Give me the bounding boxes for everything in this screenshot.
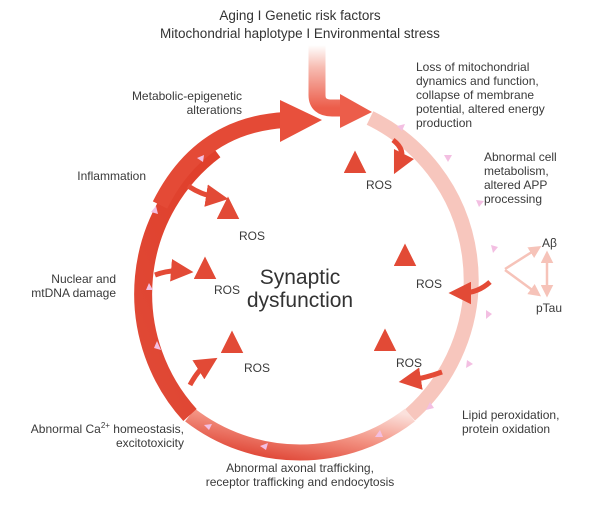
- big-arrow-head: [280, 100, 322, 142]
- label-line: receptor trafficking and endocytosis: [205, 475, 395, 489]
- ros-label: ROS: [366, 178, 393, 192]
- incoming-arrow: [308, 45, 345, 117]
- label-line: Lipid peroxidation,: [462, 408, 560, 422]
- label-line: alterations: [186, 103, 242, 117]
- ros-label: ROS: [416, 277, 443, 291]
- label-line: Nuclear and: [51, 272, 116, 286]
- label-line: dynamics and function,: [416, 74, 539, 88]
- big-arrow-body: [152, 112, 286, 209]
- label-line: excitotoxicity: [115, 436, 184, 450]
- ring-right-segment: [366, 111, 479, 421]
- ring-chevrons: [146, 124, 498, 450]
- ring-bottom-segment: [185, 408, 415, 461]
- calcium-superscript: 2+: [100, 421, 110, 430]
- top-factors-line2: Mitochondrial haplotype I Environmental …: [160, 26, 440, 41]
- center-title-line1: Synaptic: [259, 266, 341, 289]
- label-abeta: Aβ: [542, 236, 557, 250]
- label-line: Abnormal cell: [484, 150, 557, 164]
- label-line: production: [416, 116, 473, 130]
- abeta-ptau-triangle: [504, 245, 554, 298]
- bend-arrows: [154, 138, 492, 390]
- label-line: Metabolic-epigenetic: [131, 89, 242, 103]
- ros-label: ROS: [214, 283, 241, 297]
- ros-label: ROS: [239, 229, 266, 243]
- label-ptau: pTau: [536, 301, 563, 315]
- label-line: processing: [484, 192, 543, 206]
- label-line: Loss of mitochondrial: [416, 60, 530, 74]
- incoming-arrow-head: [340, 94, 372, 128]
- label-line: collapse of membrane: [416, 88, 535, 102]
- label-line: potential, altered energy: [416, 102, 545, 116]
- label-line: mtDNA damage: [31, 286, 116, 300]
- label-line: Abnormal axonal trafficking,: [226, 461, 374, 475]
- top-factors-line1: Aging I Genetic risk factors: [219, 8, 381, 23]
- label-line: altered APP: [484, 178, 548, 192]
- ros-label: ROS: [244, 361, 271, 375]
- label-line: protein oxidation: [462, 422, 551, 436]
- ros-label: ROS: [396, 356, 423, 370]
- calcium-text: Abnormal Ca: [30, 422, 101, 436]
- label-line: metabolism,: [484, 164, 549, 178]
- center-title-line2: dysfunction: [246, 289, 354, 312]
- ros-arrows: [193, 150, 417, 364]
- label-inflammation: Inflammation: [77, 169, 146, 183]
- calcium-text-post: homeostasis,: [109, 422, 184, 436]
- label-line: Abnormal Ca2+ homeostasis,: [10, 421, 184, 437]
